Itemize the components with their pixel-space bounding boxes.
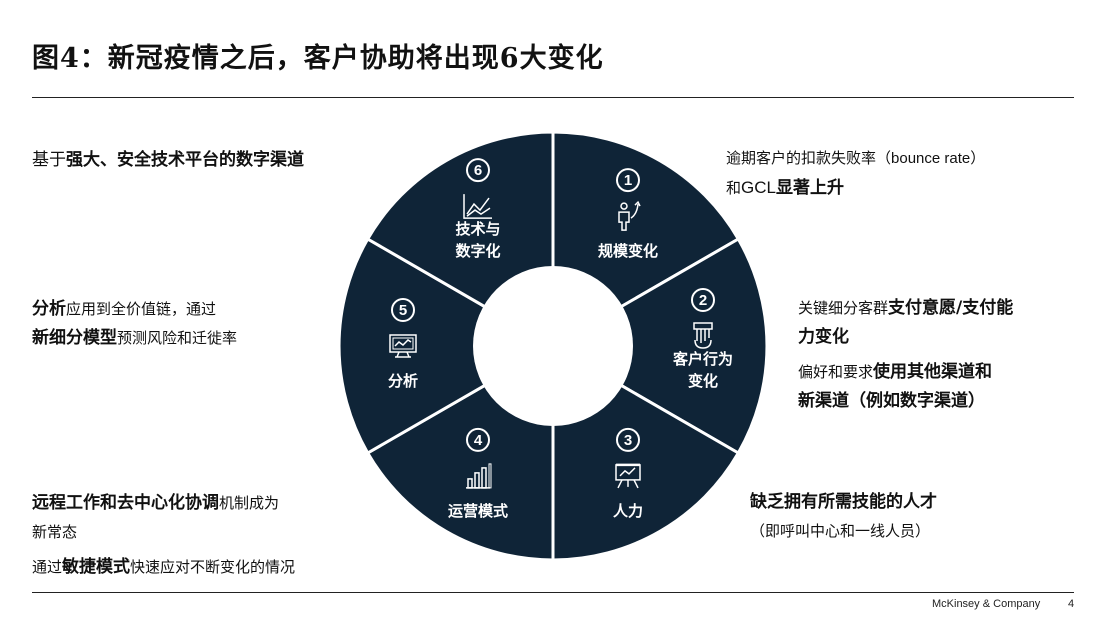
annotation-1-text-1-end: ） bbox=[970, 149, 986, 167]
segment-label-2-line-2: 变化 bbox=[688, 372, 718, 390]
person-growth-icon bbox=[618, 200, 641, 231]
annotation-6-text-a: 基于 bbox=[32, 150, 66, 170]
segment-label-group-5: 5 分析 bbox=[388, 298, 418, 390]
segment-number-badge-1 bbox=[616, 168, 640, 193]
bar-chart-icon bbox=[466, 463, 492, 489]
annotation-5-bold-1: 分析 bbox=[32, 299, 66, 319]
segment-label-group-4: 4 运营模式 bbox=[448, 427, 508, 520]
annotation-4: 远程工作和去中心化协调机制成为 新常态 通过敏捷模式快速应对不断变化的情况 bbox=[32, 489, 372, 582]
line-chart-icon bbox=[463, 194, 492, 219]
annotation-4-text-3c: 快速应对不断变化的情况 bbox=[130, 558, 296, 576]
segment-label-3-line-1: 人力 bbox=[613, 502, 643, 520]
annotation-4-bold-3: 敏捷模式 bbox=[62, 557, 131, 577]
annotation-2-text-3: 偏好和要求 bbox=[798, 363, 874, 381]
segment-number-badge-2 bbox=[691, 288, 715, 312]
annotation-3-text: （即呼叫中心和一线人员） bbox=[750, 522, 931, 540]
annotation-1: 逾期客户的扣款失败率（bounce rate） 和GCL显著上升 bbox=[726, 144, 1086, 203]
title-divider bbox=[32, 97, 1074, 98]
segment-number-1: 1 bbox=[624, 172, 632, 189]
hand-card-icon bbox=[693, 322, 713, 349]
annotation-1-bold-2: 显著上升 bbox=[775, 178, 844, 198]
segment-number-4: 4 bbox=[474, 432, 483, 449]
wheel-segment-2 bbox=[550, 236, 769, 456]
segment-label-group-3: 3 人力 bbox=[613, 427, 643, 520]
annotation-5-text-2: 预测风险和迁徙率 bbox=[117, 329, 238, 347]
annotation-5: 分析应用到全价值链，通过 新细分模型预测风险和迁徙率 bbox=[32, 295, 352, 353]
segment-number-6: 6 bbox=[474, 162, 482, 179]
segment-label-6-line-1: 技术与 bbox=[455, 220, 500, 238]
annotation-5-bold-2: 新细分模型 bbox=[32, 328, 117, 348]
annotation-2-bold-3: 使用其他渠道和 bbox=[873, 362, 993, 382]
segment-number-2: 2 bbox=[699, 292, 707, 309]
annotation-3: 缺乏拥有所需技能的人才 （即呼叫中心和一线人员） bbox=[750, 488, 1080, 546]
annotation-1-text-1: 逾期客户的扣款失败率（ bbox=[726, 149, 892, 167]
annotation-4-bold-1: 远程工作和去中心化协调 bbox=[32, 493, 219, 513]
annotation-3-bold: 缺乏拥有所需技能的人才 bbox=[750, 492, 937, 512]
segment-label-5-line-1: 分析 bbox=[388, 372, 418, 390]
segment-number-badge-6 bbox=[466, 158, 490, 183]
annotation-1-en-2: GCL bbox=[741, 178, 776, 197]
annotation-6-text-b: 强大、安全技术平台的数字渠道 bbox=[66, 150, 304, 170]
segment-number-badge-3 bbox=[616, 427, 640, 452]
segment-number-badge-5 bbox=[391, 298, 415, 322]
monitor-chart-icon bbox=[389, 334, 417, 358]
segment-label-2-line-1: 客户行为 bbox=[672, 350, 733, 368]
segment-label-4-line-1: 运营模式 bbox=[448, 502, 508, 520]
page-title: 图4：新冠疫情之后，客户协助将出现6大变化 bbox=[32, 43, 604, 74]
annotation-5-text-1: 应用到全价值链，通过 bbox=[66, 300, 217, 318]
annotation-4-text-1: 机制成为 bbox=[219, 494, 280, 512]
segment-label-6-line-2: 数字化 bbox=[455, 242, 500, 260]
segment-label-group-1: 1 规模变化 bbox=[598, 168, 658, 260]
footer-divider bbox=[32, 592, 1074, 593]
annotation-4-text-3a: 通过 bbox=[32, 558, 63, 576]
annotation-2-bold-2: 力变化 bbox=[798, 327, 849, 347]
segment-label-1-line-1: 规模变化 bbox=[598, 242, 658, 260]
annotation-1-en-1: bounce rate bbox=[891, 150, 971, 167]
segment-number-badge-4 bbox=[466, 427, 490, 452]
annotation-6: 基于强大、安全技术平台的数字渠道 bbox=[32, 146, 392, 175]
page-number: 4 bbox=[1068, 598, 1075, 610]
annotation-2-text-1: 关键细分客群 bbox=[798, 299, 889, 317]
annotation-2-bold-1: 支付意愿/支付能 bbox=[888, 298, 1014, 318]
segment-number-3: 3 bbox=[624, 432, 632, 449]
wheel-center-hole bbox=[473, 266, 633, 426]
annotation-1-text-2: 和 bbox=[726, 179, 742, 197]
footer-brand: McKinsey & Company bbox=[932, 598, 1041, 610]
annotation-2: 关键细分客群支付意愿/支付能 力变化 偏好和要求使用其他渠道和 新渠道（例如数字… bbox=[798, 294, 1088, 416]
segment-number-5: 5 bbox=[399, 302, 407, 319]
annotation-4-text-2: 新常态 bbox=[32, 523, 78, 541]
wheel-segment-5 bbox=[337, 236, 556, 456]
annotation-2-bold-4: 新渠道（例如数字渠道） bbox=[798, 391, 985, 411]
presentation-board-icon bbox=[615, 463, 641, 489]
